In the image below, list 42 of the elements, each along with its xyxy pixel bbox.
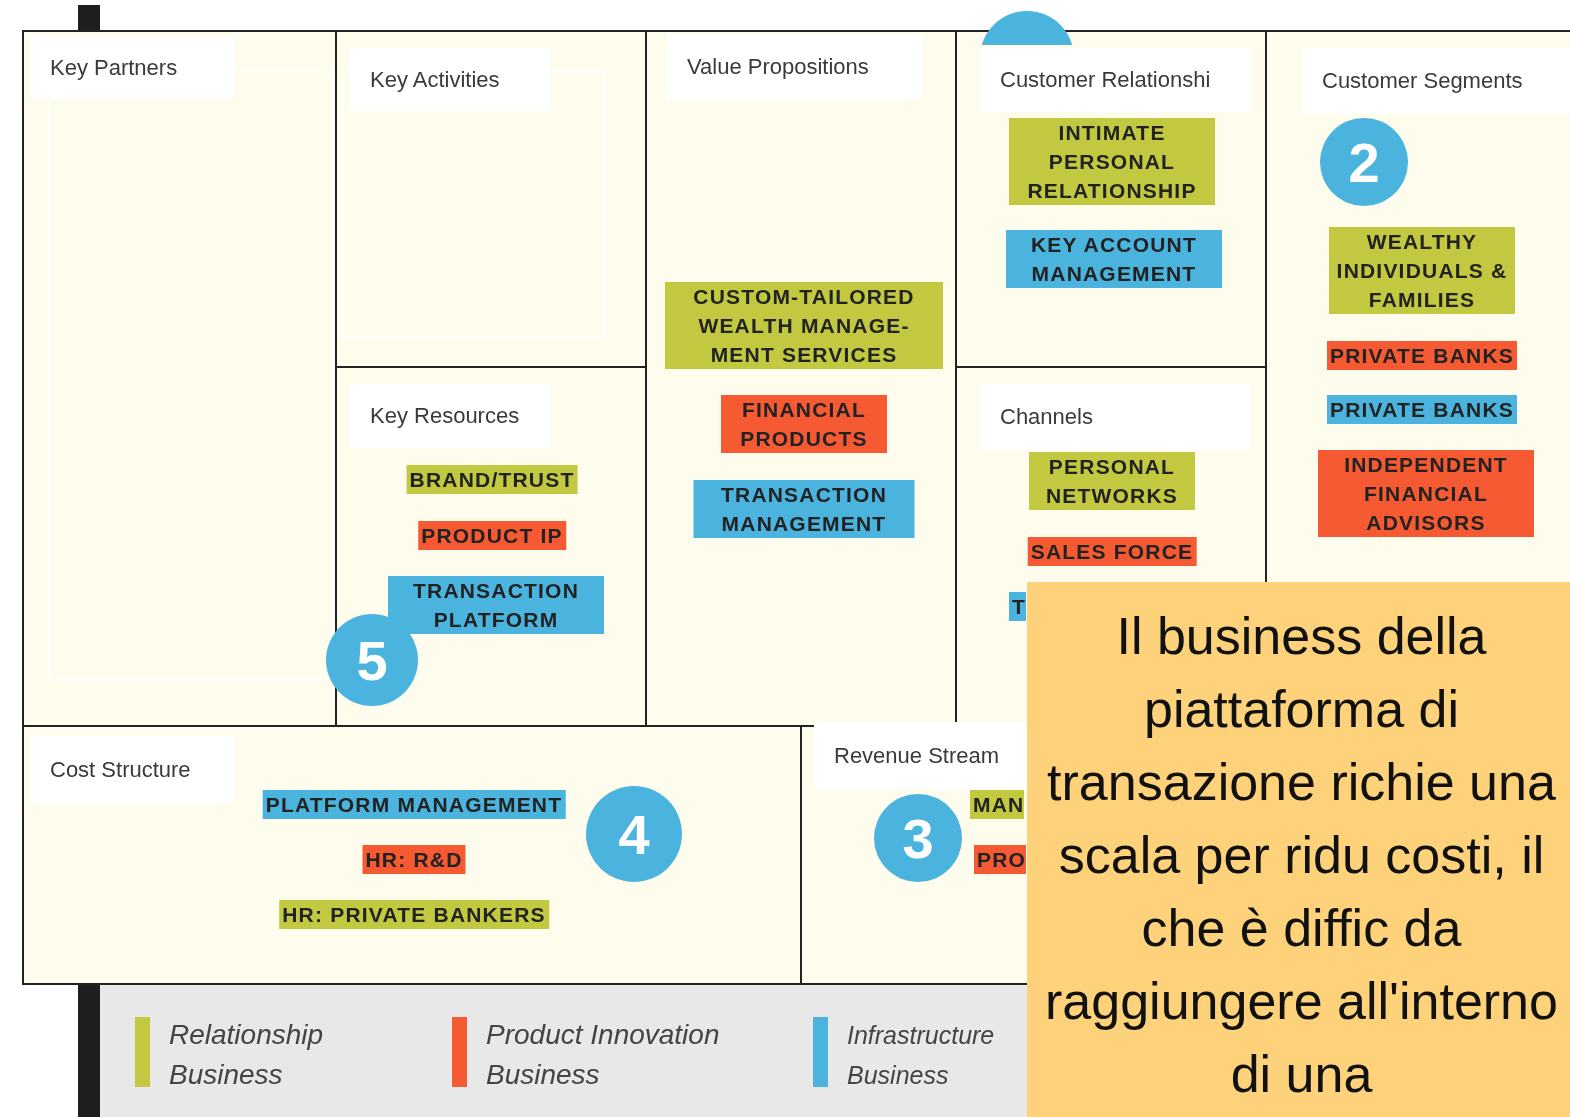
legend-label: Relationship Business: [169, 1018, 325, 1092]
tag-label: PRIVATE BANKS: [1327, 341, 1517, 370]
section-heading: Customer Segments: [1302, 48, 1570, 114]
tag-label: SALES FORCE: [1027, 537, 1197, 566]
tag-label: MAN: [970, 790, 1025, 819]
section-heading: Value Propositions: [667, 34, 922, 100]
callout-number: 2: [1320, 118, 1408, 206]
tag-label: INDEPENDENT FINANCIAL ADVISORS: [1318, 450, 1534, 537]
canvas-section: [22, 725, 802, 985]
legend-label: Product Innovation Business: [486, 1018, 721, 1092]
tag-label: CUSTOM-TAILORED WEALTH MANAGE- MENT SERVICES: [665, 282, 943, 369]
tag-label: TRANSACTION PLATFORM: [388, 576, 604, 634]
tag-label: PRIVATE BANKS: [1327, 395, 1517, 424]
tag-label: BRAND/TRUST: [406, 465, 578, 494]
canvas-section: [22, 30, 337, 727]
callout-number: 3: [874, 794, 962, 882]
canvas-section: [800, 725, 1029, 985]
tag-label: T: [1009, 592, 1027, 621]
tag-label: TRANSACTION MANAGEMENT: [693, 480, 915, 538]
canvas-section: [955, 30, 1267, 368]
section-heading: Cost Structure: [30, 736, 234, 804]
callout-number: 4: [586, 786, 682, 882]
section-heading: Key Activities: [350, 48, 550, 111]
tag-label: PRODUCT IP: [418, 521, 566, 550]
section-heading: Channels: [980, 384, 1250, 450]
tag-label: PLATFORM MANAGEMENT: [262, 790, 566, 819]
tag-label: PRO: [974, 845, 1027, 874]
canvas-section: [335, 30, 647, 368]
tag-label: PERSONAL NETWORKS: [1029, 452, 1195, 510]
canvas-section: [335, 366, 647, 727]
tag-label: WEALTHY INDIVIDUALS & FAMILIES: [1329, 227, 1515, 314]
tag-label: HR: R&D: [362, 845, 466, 874]
tag-label: KEY ACCOUNT MANAGEMENT: [1006, 230, 1222, 288]
overlay-tooltip: Il business della piattaforma di transazione richie una scala per ridu costi, il che è diffic da raggiungere all'interno di una: [1027, 582, 1570, 1117]
tag-label: INTIMATE PERSONAL RELATIONSHIP: [1009, 118, 1215, 205]
section-heading: Key Resources: [350, 384, 550, 448]
canvas-section: [645, 30, 957, 727]
section-heading: Customer Relationshi: [980, 48, 1252, 112]
tag-label: FINANCIAL PRODUCTS: [721, 395, 887, 453]
legend-label: Infrastructure Business: [847, 1020, 996, 1091]
tag-label: HR: PRIVATE BANKERS: [279, 900, 549, 929]
section-heading: Key Partners: [30, 36, 234, 99]
